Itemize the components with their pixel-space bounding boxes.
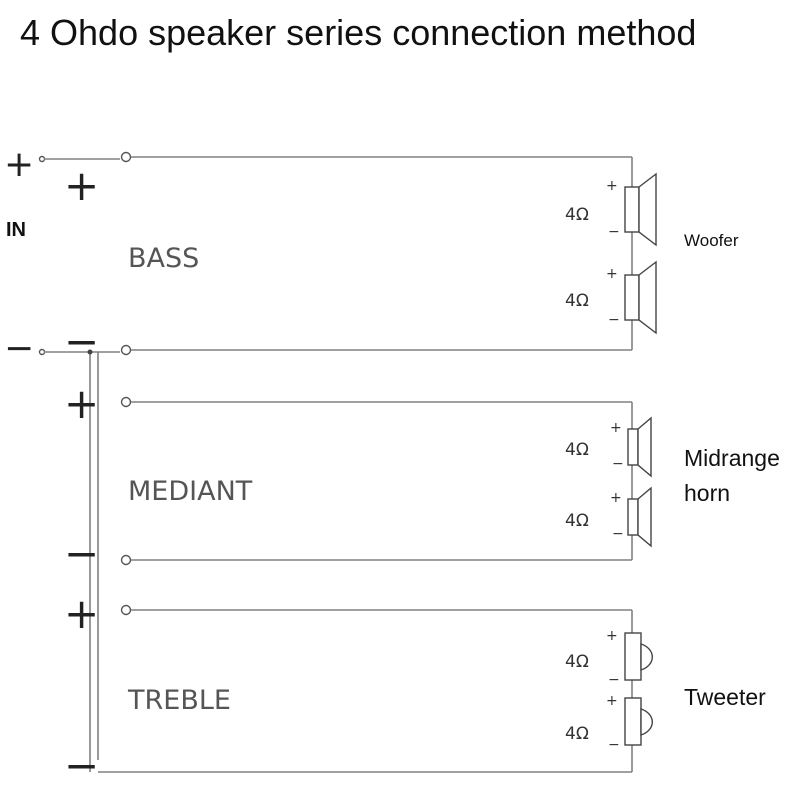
speaker-3-plus: +	[610, 420, 622, 436]
speaker-2-minus: −	[608, 312, 620, 328]
bass-section: + − BASS	[64, 151, 633, 366]
speaker-5-plus: +	[606, 628, 618, 644]
midrange-label-line1: Midrange	[684, 445, 780, 471]
bass-label: BASS	[128, 243, 199, 274]
speaker-5-impedance: 4Ω	[565, 652, 589, 672]
treble-plus-terminal	[120, 604, 132, 616]
speaker-4-impedance: 4Ω	[565, 511, 589, 531]
speaker-3-minus: −	[612, 456, 624, 472]
mediant-plus-sign: +	[64, 379, 99, 428]
speaker-4-plus: +	[610, 490, 622, 506]
input-minus-sign: −	[4, 328, 34, 369]
treble-section: + − TREBLE	[64, 589, 633, 790]
speaker-2-impedance: 4Ω	[565, 291, 589, 311]
speaker-6-minus: −	[608, 737, 620, 753]
input-plus-sign: +	[4, 144, 34, 185]
diagram-title: 4 Ohdo speaker series connection method	[20, 12, 697, 53]
input-label: IN	[6, 219, 26, 241]
tweeter-speaker-1: + − 4Ω	[565, 628, 653, 688]
treble-plus-sign: +	[64, 589, 99, 638]
bass-plus-sign: +	[64, 161, 99, 210]
woofer-label: Woofer	[684, 231, 739, 250]
speaker-1-impedance: 4Ω	[565, 205, 589, 225]
treble-minus-sign: −	[64, 741, 99, 790]
tweeter-speaker-2: + − 4Ω	[565, 693, 653, 753]
speaker-1-plus: +	[606, 178, 618, 194]
speaker-1-minus: −	[608, 224, 620, 240]
bass-minus-sign: −	[64, 317, 99, 366]
speaker-6-plus: +	[606, 693, 618, 709]
bass-minus-terminal	[120, 344, 132, 356]
speaker-5-minus: −	[608, 672, 620, 688]
speaker-4-minus: −	[612, 526, 624, 542]
midrange-speaker-1: + − 4Ω	[565, 416, 652, 478]
mediant-minus-terminal	[120, 554, 132, 566]
mediant-section: + − MEDIANT	[64, 379, 633, 578]
speaker-6-impedance: 4Ω	[565, 724, 589, 744]
input-plus-terminal	[38, 155, 46, 163]
woofer-speaker-2: + − 4Ω	[565, 260, 657, 335]
speaker-2-plus: +	[606, 266, 618, 282]
bus-junction	[87, 349, 93, 355]
mediant-minus-sign: −	[64, 529, 99, 578]
input-minus-terminal	[38, 348, 46, 356]
speaker-3-impedance: 4Ω	[565, 440, 589, 460]
midrange-speaker-2: + − 4Ω	[565, 486, 652, 548]
mediant-label: MEDIANT	[128, 476, 253, 507]
midrange-label-line2: horn	[684, 480, 730, 506]
tweeter-label: Tweeter	[684, 684, 766, 710]
mediant-plus-terminal	[120, 396, 132, 408]
treble-label: TREBLE	[127, 685, 231, 716]
bass-plus-terminal	[120, 151, 132, 163]
woofer-speaker-1: + − 4Ω	[565, 172, 657, 247]
input-terminal-group: + IN −	[4, 144, 120, 369]
